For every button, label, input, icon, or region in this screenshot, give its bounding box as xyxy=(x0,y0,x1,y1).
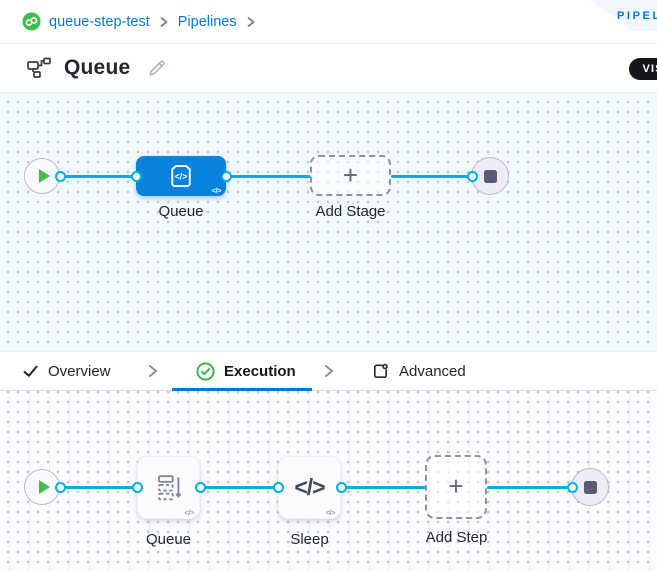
code-icon: </> xyxy=(294,474,325,500)
tab-overview[interactable]: Overview xyxy=(22,352,111,390)
project-icon xyxy=(22,12,41,31)
step-label: Queue xyxy=(145,531,192,548)
connector-port[interactable] xyxy=(131,481,143,493)
connector-port[interactable] xyxy=(466,170,478,182)
connector-port[interactable] xyxy=(194,481,206,493)
pipeline-end-node xyxy=(471,157,509,195)
stage-label: Queue xyxy=(158,203,204,220)
connector-line xyxy=(487,485,571,489)
code-badge: </> xyxy=(184,508,195,517)
play-icon xyxy=(38,480,50,494)
connector-line xyxy=(226,174,311,178)
stage-node-queue[interactable]: </> </> xyxy=(136,156,226,196)
pipeline-icon xyxy=(26,57,52,79)
tab-overview-label: Overview xyxy=(48,362,111,380)
connector-line xyxy=(60,485,139,489)
chevron-right-icon xyxy=(159,16,169,28)
edit-pencil-icon[interactable] xyxy=(146,58,167,79)
tab-execution-label: Execution xyxy=(224,362,296,380)
success-check-icon xyxy=(196,361,215,381)
chevron-right-icon xyxy=(246,16,256,28)
stop-icon xyxy=(483,169,497,183)
connector-port[interactable] xyxy=(272,481,284,493)
add-step-label: Add Step xyxy=(425,529,488,546)
step-node-queue[interactable]: </> xyxy=(137,456,200,519)
advanced-settings-icon xyxy=(373,363,388,378)
plus-icon: + xyxy=(448,471,464,501)
connector-port[interactable] xyxy=(54,170,66,182)
ci-stage-icon: </> xyxy=(171,165,191,187)
chevron-right-icon xyxy=(147,364,159,378)
stage-config-tabs: Overview Execution Advanced xyxy=(0,351,657,391)
queue-step-icon xyxy=(157,474,181,500)
connector-port[interactable] xyxy=(130,170,142,182)
pipeline-studio-ribbon-label: PIPELINE STUDIO xyxy=(617,9,657,22)
breadcrumb: queue-step-test Pipelines xyxy=(0,0,657,44)
check-icon xyxy=(23,365,38,377)
active-tab-underline xyxy=(172,388,312,391)
visual-toggle-label: VISUAL xyxy=(642,63,657,75)
connector-port[interactable] xyxy=(335,481,347,493)
play-icon xyxy=(38,169,50,183)
add-stage-label: Add Stage xyxy=(315,203,386,220)
connector-line xyxy=(200,485,279,489)
connector-port[interactable] xyxy=(220,170,232,182)
step-label: Sleep xyxy=(290,531,329,548)
step-node-sleep[interactable]: </> </> xyxy=(278,456,341,519)
breadcrumb-pipelines-link[interactable]: Pipelines xyxy=(177,13,237,30)
tab-execution[interactable]: Execution xyxy=(196,352,296,390)
stop-icon xyxy=(583,480,597,494)
code-badge: </> xyxy=(325,508,336,517)
connector-line xyxy=(391,174,472,178)
add-stage-button[interactable]: + xyxy=(310,155,391,196)
tab-advanced-label: Advanced xyxy=(399,362,466,380)
connector-line xyxy=(60,174,138,178)
plus-icon: + xyxy=(342,159,359,190)
pipeline-title: Queue xyxy=(64,56,131,79)
svg-text:</>: </> xyxy=(175,172,188,182)
pipeline-header: Queue xyxy=(0,44,657,93)
stage-graph-canvas[interactable]: </> </> Queue + Add Stage xyxy=(0,93,657,351)
chevron-right-icon xyxy=(323,364,335,378)
execution-graph-canvas[interactable]: </> Queue </> </> Sleep + Add Step xyxy=(0,391,657,571)
tab-advanced[interactable]: Advanced xyxy=(371,352,466,390)
code-badge: </> xyxy=(211,186,222,195)
connector-port[interactable] xyxy=(54,481,66,493)
breadcrumb-project-link[interactable]: queue-step-test xyxy=(49,13,150,30)
visual-yaml-toggle[interactable]: VISUAL xyxy=(629,58,657,80)
add-step-button[interactable]: + xyxy=(425,455,487,519)
connector-port[interactable] xyxy=(566,481,578,493)
connector-line xyxy=(341,485,426,489)
